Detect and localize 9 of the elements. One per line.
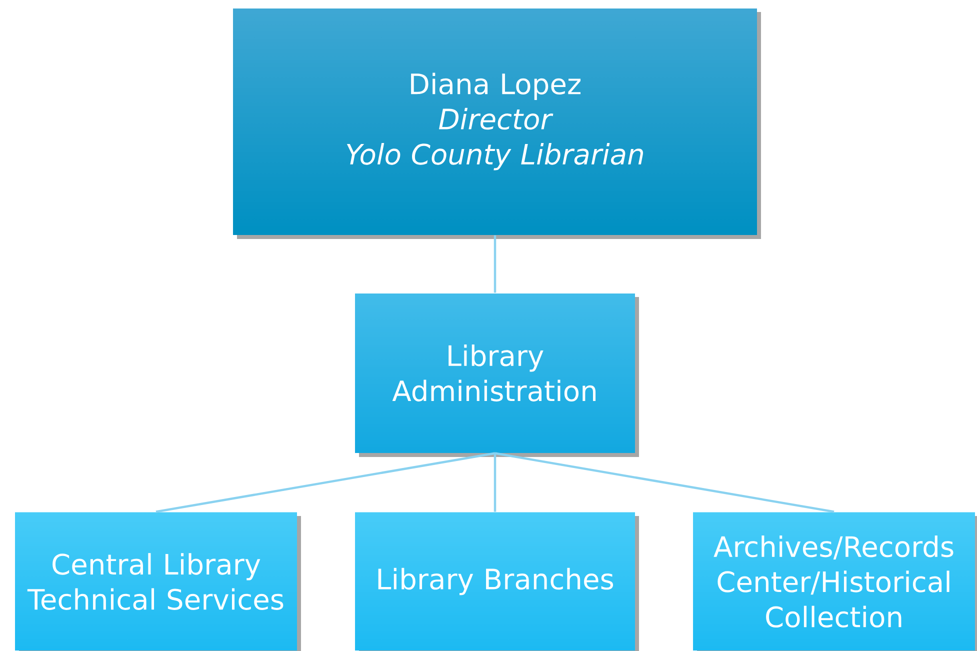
unit-box: Library Administration	[355, 294, 639, 457]
unit-box: Central Library Technical Services	[15, 512, 301, 651]
connector-line	[156, 452, 496, 513]
connector-line	[494, 235, 496, 293]
unit-box: Library Branches	[355, 512, 639, 651]
person-box: Diana Lopez Director Yolo County Librarian	[233, 8, 761, 239]
connector-line	[494, 452, 834, 513]
connector-line	[494, 453, 496, 512]
unit-box: Archives/Records Center/Historical Collection	[693, 512, 977, 651]
